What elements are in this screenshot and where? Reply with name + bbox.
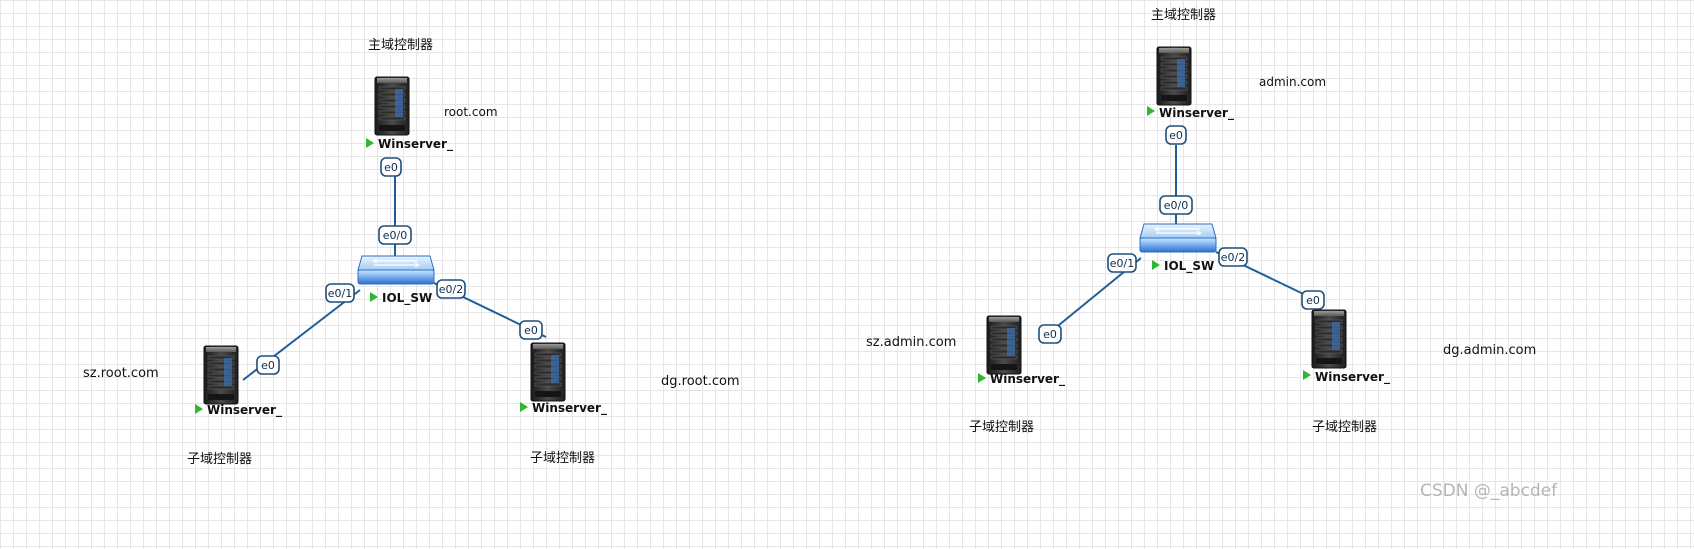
play-icon[interactable] xyxy=(195,404,203,414)
port-badge[interactable]: e0 xyxy=(256,355,280,375)
svg-text:e0: e0 xyxy=(261,359,275,372)
port-badge[interactable]: e0/1 xyxy=(325,283,355,303)
left-topology: 主域控制器 root.com Winserver_ e0 e0/0 IOL_SW… xyxy=(83,38,740,467)
child-dc-label: 子域控制器 xyxy=(1312,420,1377,435)
switch-name[interactable]: IOL_SW xyxy=(382,291,432,306)
root-domain-label: admin.com xyxy=(1259,75,1326,89)
switch-icon[interactable] xyxy=(1139,223,1217,253)
port-badge[interactable]: e0 xyxy=(519,320,543,340)
root-server-name[interactable]: Winserver_ xyxy=(1159,106,1234,121)
svg-text:e0/0: e0/0 xyxy=(383,229,407,242)
play-icon[interactable] xyxy=(978,373,986,383)
play-icon[interactable] xyxy=(1303,370,1311,380)
right-topology: 主域控制器 admin.com Winserver_ e0 e0/0 IOL_S… xyxy=(866,8,1536,435)
svg-text:e0/1: e0/1 xyxy=(1110,257,1134,270)
root-server-icon[interactable] xyxy=(1156,46,1192,106)
port-badge[interactable]: e0 xyxy=(1038,324,1062,344)
port-badge[interactable]: e0 xyxy=(1301,290,1325,310)
sz-domain-label: sz.admin.com xyxy=(866,335,956,350)
child-dc-label: 子域控制器 xyxy=(187,452,252,467)
port-badge[interactable]: e0/0 xyxy=(378,225,412,245)
sz-server-name[interactable]: Winserver_ xyxy=(207,403,282,418)
parent-dc-label: 主域控制器 xyxy=(368,38,433,53)
sz-server-name[interactable]: Winserver_ xyxy=(990,372,1065,387)
root-server-name[interactable]: Winserver_ xyxy=(378,137,453,152)
play-icon[interactable] xyxy=(520,402,528,412)
port-badge[interactable]: e0/2 xyxy=(436,279,466,299)
play-icon[interactable] xyxy=(370,292,378,302)
port-badge[interactable]: e0/1 xyxy=(1107,253,1137,273)
svg-text:e0: e0 xyxy=(384,161,398,174)
svg-text:e0/0: e0/0 xyxy=(1164,199,1188,212)
dg-server-icon[interactable] xyxy=(530,342,566,402)
play-icon[interactable] xyxy=(366,138,374,148)
dg-server-name[interactable]: Winserver_ xyxy=(1315,370,1390,385)
watermark: CSDN @_abcdef xyxy=(1420,481,1558,501)
dg-domain-label: dg.admin.com xyxy=(1443,343,1536,358)
sz-server-icon[interactable] xyxy=(986,315,1022,375)
svg-text:e0: e0 xyxy=(1169,129,1183,142)
switch-icon[interactable] xyxy=(357,255,435,285)
child-dc-label: 子域控制器 xyxy=(969,420,1034,435)
svg-text:e0/2: e0/2 xyxy=(1221,251,1245,264)
svg-text:e0/1: e0/1 xyxy=(328,287,352,300)
sz-domain-label: sz.root.com xyxy=(83,366,159,381)
svg-text:e0: e0 xyxy=(524,324,538,337)
dg-server-name[interactable]: Winserver_ xyxy=(532,401,607,416)
port-badge[interactable]: e0/0 xyxy=(1159,195,1193,215)
root-server-icon[interactable] xyxy=(374,76,410,136)
child-dc-label: 子域控制器 xyxy=(530,451,595,466)
play-icon[interactable] xyxy=(1147,106,1155,116)
svg-text:e0/2: e0/2 xyxy=(439,283,463,296)
port-badge[interactable]: e0/2 xyxy=(1218,247,1248,267)
root-domain-label: root.com xyxy=(444,105,498,119)
svg-text:e0: e0 xyxy=(1043,328,1057,341)
sz-server-icon[interactable] xyxy=(203,345,239,405)
svg-text:e0: e0 xyxy=(1306,294,1320,307)
play-icon[interactable] xyxy=(1152,260,1160,270)
dg-domain-label: dg.root.com xyxy=(661,374,740,389)
port-badge[interactable]: e0 xyxy=(1165,125,1187,145)
dg-server-icon[interactable] xyxy=(1311,309,1347,369)
switch-name[interactable]: IOL_SW xyxy=(1164,259,1214,274)
parent-dc-label: 主域控制器 xyxy=(1151,8,1216,23)
port-badge[interactable]: e0 xyxy=(380,157,402,177)
